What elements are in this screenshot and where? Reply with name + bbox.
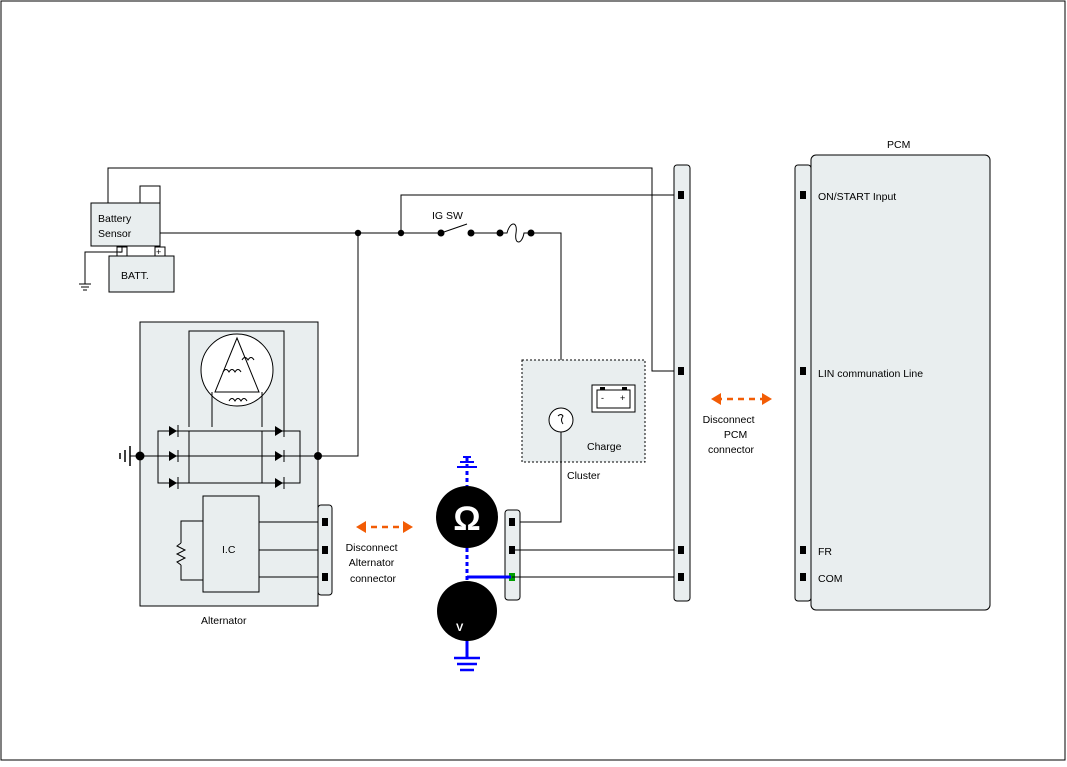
harness-connector[interactable] bbox=[504, 509, 521, 601]
pcm-pin-label: ON/START Input bbox=[818, 191, 896, 203]
charge-icon-pos: + bbox=[620, 393, 625, 403]
disconnect-pcm-arrow-icon bbox=[711, 393, 772, 405]
alternator-connector[interactable] bbox=[317, 504, 333, 596]
junction-dot bbox=[354, 229, 362, 237]
voltmeter-symbol: V bbox=[456, 622, 464, 634]
disconnect-alternator-callout: Disconnect Alternator connector bbox=[346, 542, 401, 585]
pcm-harness-connector[interactable] bbox=[673, 164, 691, 602]
ground-symbol bbox=[79, 247, 123, 291]
connector-pin bbox=[322, 518, 328, 526]
wire-sensor-to-lin bbox=[107, 167, 676, 372]
diode-icon bbox=[169, 450, 179, 462]
connector-pin bbox=[322, 573, 328, 581]
diode-icon bbox=[275, 425, 285, 437]
pcm-pin-label: COM bbox=[818, 573, 843, 585]
battery-pos-terminal bbox=[154, 246, 166, 257]
wire-cluster-to-harness bbox=[512, 432, 562, 523]
ic-label: I.C bbox=[222, 544, 236, 556]
voltmeter: V bbox=[437, 581, 497, 641]
pcm-pin-label: LIN communation Line bbox=[818, 368, 923, 380]
ig-switch-label: IG SW bbox=[432, 210, 463, 222]
wire-sensor-loop bbox=[139, 185, 161, 246]
b-terminal-dot bbox=[314, 452, 322, 460]
voltmeter-probe bbox=[454, 548, 511, 672]
pcm-title: PCM bbox=[887, 139, 910, 151]
pcm-pin-label: FR bbox=[818, 546, 832, 558]
disconnect-pcm-callout: Disconnect PCM connector bbox=[703, 414, 758, 456]
ohmmeter: Ω bbox=[436, 486, 498, 548]
pcm-pin bbox=[800, 367, 806, 375]
ohmmeter-probe bbox=[457, 456, 477, 486]
ig-switch: IG SW bbox=[432, 210, 500, 237]
charge-icon-neg: - bbox=[601, 393, 604, 403]
battery-label: BATT. bbox=[121, 270, 149, 282]
connector-pin bbox=[678, 573, 684, 581]
connector-pin bbox=[678, 191, 684, 199]
connector-pin bbox=[678, 546, 684, 554]
wire-on-start bbox=[400, 194, 676, 233]
diode-icon bbox=[275, 477, 285, 489]
rectifier-bridge bbox=[157, 425, 318, 489]
cluster-label: Cluster bbox=[567, 470, 601, 482]
battery-pos-sign: + bbox=[156, 247, 161, 257]
alternator-label: Alternator bbox=[201, 615, 247, 627]
charge-warning-icon: - + bbox=[591, 384, 636, 413]
charge-label: Charge bbox=[587, 441, 622, 453]
battery: - + BATT. bbox=[108, 246, 175, 293]
connector-pin bbox=[322, 546, 328, 554]
pcm-pin bbox=[800, 546, 806, 554]
pcm-pin bbox=[800, 573, 806, 581]
ohm-symbol: Ω bbox=[453, 500, 480, 538]
diode-icon bbox=[169, 425, 179, 437]
pcm: PCM ON/START Input LIN communation Line … bbox=[794, 139, 991, 611]
connector-pin bbox=[678, 367, 684, 375]
ic-regulator: I.C bbox=[175, 495, 318, 593]
pcm-pin bbox=[800, 191, 806, 199]
diode-icon bbox=[275, 450, 285, 462]
case-ground-icon bbox=[119, 446, 158, 466]
battery-sensor-label: Battery Sensor bbox=[98, 213, 134, 240]
battery-sensor: Battery Sensor bbox=[90, 202, 161, 247]
stator-coil bbox=[188, 330, 285, 427]
junction-dot bbox=[397, 229, 405, 237]
wire-fuse-to-cluster bbox=[531, 232, 562, 406]
wire-b-to-alternator bbox=[318, 233, 359, 457]
cluster: - + Charge Cluster bbox=[521, 359, 646, 482]
diode-icon bbox=[169, 477, 179, 489]
disconnect-alternator-arrow-icon bbox=[356, 521, 413, 533]
fuse bbox=[496, 223, 535, 243]
alternator: I.C Alternator bbox=[119, 321, 322, 627]
connector-pin bbox=[509, 518, 515, 526]
